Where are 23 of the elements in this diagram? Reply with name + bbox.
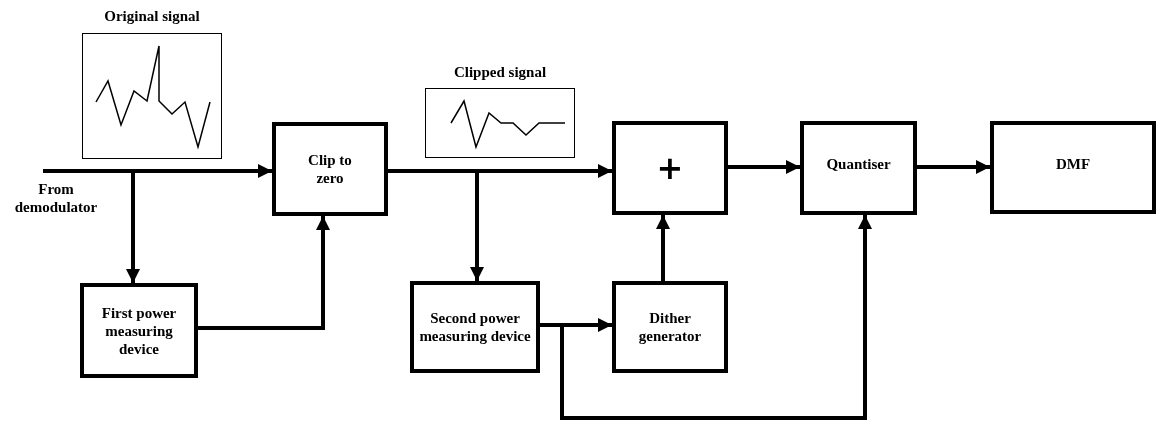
plot-title: Original signal <box>104 8 200 25</box>
process-box <box>612 121 728 215</box>
box-label: DMF <box>1054 155 1092 173</box>
arrow <box>43 169 140 283</box>
arrow <box>656 215 670 281</box>
process-box <box>272 122 388 216</box>
box-label: First power measuring device <box>100 303 178 358</box>
arrow <box>388 169 484 281</box>
plot-title: Clipped signal <box>453 64 547 81</box>
process-box <box>612 281 728 373</box>
process-box <box>410 281 540 373</box>
process-box <box>80 283 198 378</box>
input-label: From demodulator <box>13 180 99 216</box>
box-label: + <box>655 152 685 184</box>
box-label: Second power measuring device <box>418 309 532 345</box>
box-label: Quantiser <box>825 155 892 173</box>
arrow <box>728 160 800 174</box>
process-box <box>990 121 1156 214</box>
arrow <box>917 160 990 174</box>
box-label: Clip to zero <box>307 151 353 187</box>
arrow <box>198 216 330 330</box>
process-box <box>800 121 917 215</box>
box-label: Dither generator <box>637 309 703 345</box>
